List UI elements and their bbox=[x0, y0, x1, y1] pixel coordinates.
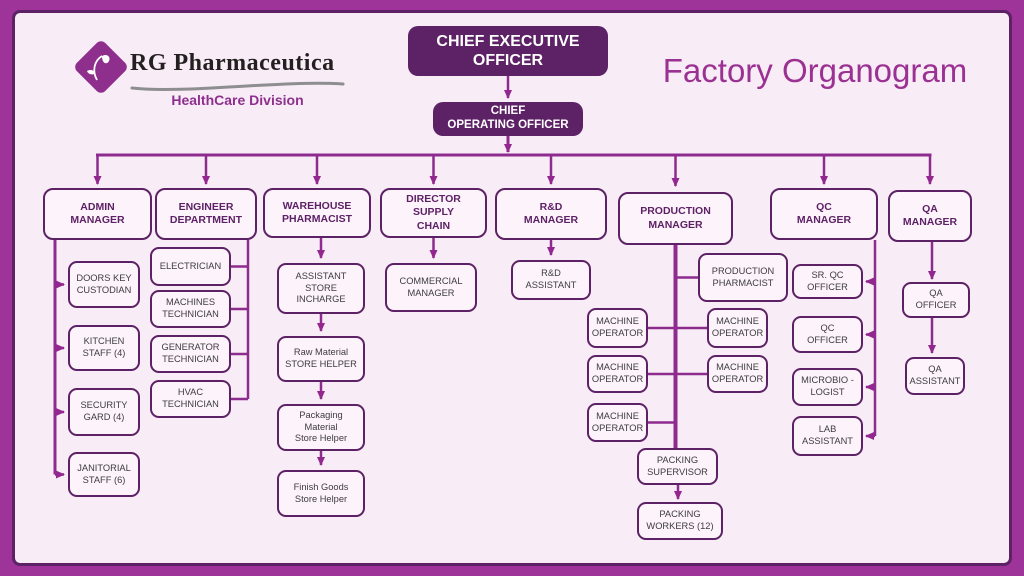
connector-production-branch bbox=[648, 245, 707, 500]
org-node-microbiologist: MICROBIO - LOGIST bbox=[792, 368, 863, 406]
org-node-machines-technician: MACHINES TECHNICIAN bbox=[150, 290, 231, 328]
connector-qc-branch bbox=[865, 240, 877, 440]
org-node-qc-manager: QC MANAGER bbox=[770, 188, 878, 240]
org-node-machine-operator: MACHINE OPERATOR bbox=[587, 308, 648, 348]
org-node-lab-assistant: LAB ASSISTANT bbox=[792, 416, 863, 456]
connector-distribution bbox=[93, 153, 934, 187]
org-node-engineer-department: ENGINEER DEPARTMENT bbox=[155, 188, 257, 240]
org-node-machine-operator: MACHINE OPERATOR bbox=[707, 355, 768, 393]
org-node-machine-operator: MACHINE OPERATOR bbox=[587, 355, 648, 393]
flower-icon bbox=[87, 54, 110, 81]
coo-line-2: OPERATING OFFICER bbox=[447, 119, 569, 131]
org-node-packaging-material-store-helper: Packaging Material Store Helper bbox=[277, 404, 365, 451]
org-node-rnd-manager: R&D MANAGER bbox=[495, 188, 607, 240]
org-node-chief-operating-officer: CHIEF OPERATING OFFICER bbox=[433, 102, 583, 136]
org-node-machine-operator: MACHINE OPERATOR bbox=[707, 308, 768, 348]
org-node-hvac-technician: HVAC TECHNICIAN bbox=[150, 380, 231, 418]
org-node-assistant-store-incharge: ASSISTANT STORE INCHARGE bbox=[277, 263, 365, 314]
org-node-electrician: ELECTRICIAN bbox=[150, 247, 231, 286]
company-name: RG Pharmaceutica bbox=[130, 50, 335, 76]
org-node-rnd-assistant: R&D ASSISTANT bbox=[511, 260, 591, 300]
org-node-qa-manager: QA MANAGER bbox=[888, 190, 972, 242]
org-node-packing-supervisor: PACKING SUPERVISOR bbox=[637, 448, 718, 485]
org-node-production-pharmacist: PRODUCTION PHARMACIST bbox=[698, 253, 788, 302]
org-node-qc-officer: QC OFFICER bbox=[792, 316, 863, 353]
org-node-finish-goods-store-helper: Finish Goods Store Helper bbox=[277, 470, 365, 517]
org-node-generator-technician: GENERATOR TECHNICIAN bbox=[150, 335, 231, 373]
connector-admin-branch bbox=[53, 240, 65, 479]
org-node-production-manager: PRODUCTION MANAGER bbox=[618, 192, 733, 245]
division-name: HealthCare Division bbox=[171, 92, 304, 108]
org-node-director-supply-chain: DIRECTOR SUPPLY CHAIN bbox=[380, 188, 487, 238]
org-node-doors-key-custodian: DOORS KEY CUSTODIAN bbox=[68, 261, 140, 308]
org-node-security-gard: SECURITY GARD (4) bbox=[68, 388, 140, 436]
org-node-qa-assistant: QA ASSISTANT bbox=[905, 357, 965, 395]
org-node-commercial-manager: COMMERCIAL MANAGER bbox=[385, 263, 477, 312]
org-node-packing-workers: PACKING WORKERS (12) bbox=[637, 502, 723, 540]
logo-swoosh bbox=[130, 81, 345, 92]
connector-engineering-branch bbox=[231, 240, 250, 401]
org-node-janitorial-staff: JANITORIAL STAFF (6) bbox=[68, 452, 140, 497]
coo-line-1: CHIEF bbox=[490, 105, 526, 118]
page-title: Factory Organogram bbox=[662, 52, 968, 89]
org-node-chief-executive-officer: CHIEF EXECUTIVE OFFICER bbox=[408, 26, 608, 76]
org-node-admin-manager: ADMIN MANAGER bbox=[43, 188, 152, 240]
org-node-kitchen-staff: KITCHEN STAFF (4) bbox=[68, 325, 140, 371]
org-node-machine-operator: MACHINE OPERATOR bbox=[587, 403, 648, 442]
org-node-sr-qc-officer: SR. QC OFFICER bbox=[792, 264, 863, 299]
org-node-qa-officer: QA OFFICER bbox=[902, 282, 970, 318]
org-node-raw-material-store-helper: Raw Material STORE HELPER bbox=[277, 336, 365, 382]
org-node-warehouse-pharmacist: WAREHOUSE PHARMACIST bbox=[263, 188, 371, 238]
